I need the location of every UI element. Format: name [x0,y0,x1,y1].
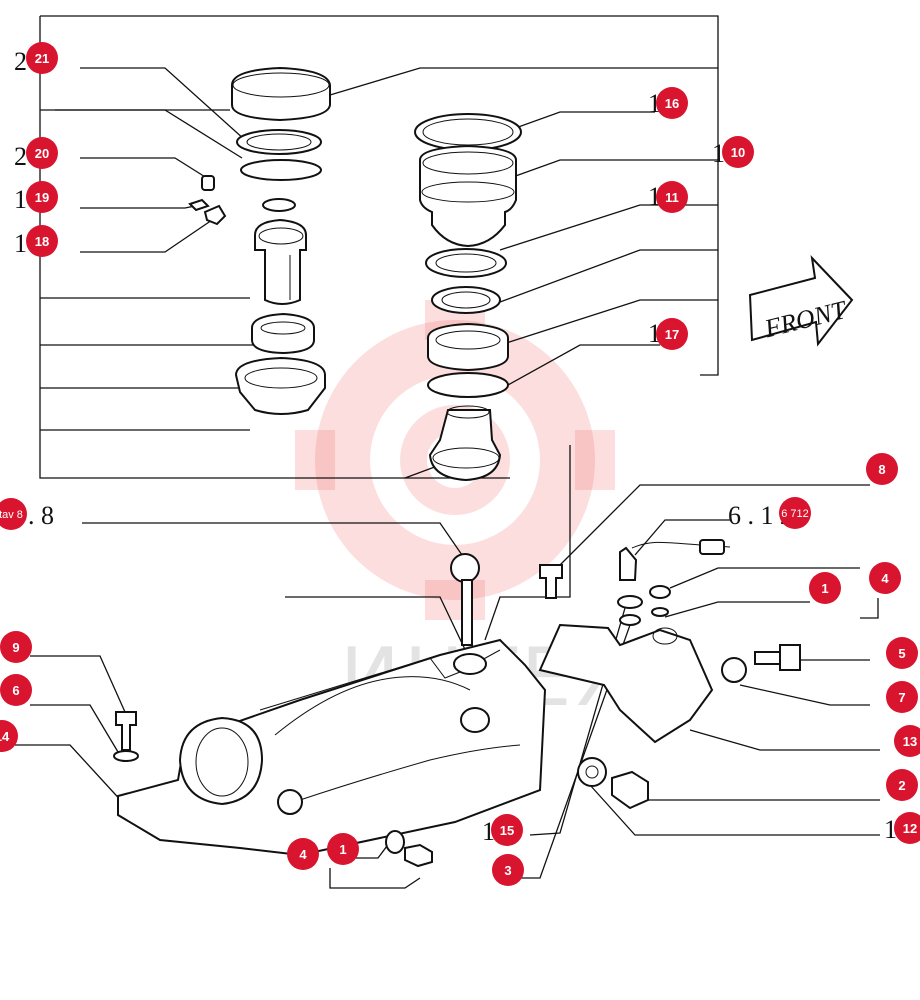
callout-13[interactable]: 13 [894,725,920,757]
callout-6712[interactable]: 6 712 [779,497,811,529]
callout-2[interactable]: 2 [886,769,918,801]
callout-20[interactable]: 20 [26,137,58,169]
ghost-number: 2 [14,47,27,76]
callout-6[interactable]: 6 [0,674,32,706]
ghost-number: 1 [712,139,725,168]
svg-text:15: 15 [500,823,514,838]
callout-16[interactable]: 16 [656,87,688,119]
callout-18[interactable]: 18 [26,225,58,257]
svg-text:16: 16 [665,96,679,111]
callout-4-bottom[interactable]: 4 [287,838,319,870]
callout-badges: 21 20 19 18 16 10 11 17 tav 8 8 6 712 4 … [0,42,920,886]
svg-text:1: 1 [821,581,828,596]
svg-text:7: 7 [898,690,905,705]
svg-text:3: 3 [504,863,511,878]
svg-text:8: 8 [878,462,885,477]
svg-text:10: 10 [731,145,745,160]
svg-text:13: 13 [903,734,917,749]
svg-text:12: 12 [903,821,917,836]
callout-7[interactable]: 7 [886,681,918,713]
callout-9[interactable]: 9 [0,631,32,663]
svg-text:14: 14 [0,729,10,744]
svg-text:17: 17 [665,327,679,342]
callout-15[interactable]: 15 [491,814,523,846]
callout-3[interactable]: 3 [492,854,524,886]
lower-parts [113,539,801,868]
callout-tav8[interactable]: tav 8 [0,498,27,530]
ghost-number: 1 [482,817,495,846]
svg-text:4: 4 [881,571,889,586]
svg-text:2: 2 [898,778,905,793]
callout-10[interactable]: 10 [722,136,754,168]
ghost-number: 1 [884,815,897,844]
callout-1-bottom[interactable]: 1 [327,833,359,865]
svg-text:5: 5 [898,646,905,661]
callout-11[interactable]: 11 [656,181,688,213]
svg-text:21: 21 [35,51,49,66]
svg-text:20: 20 [35,146,49,161]
svg-text:6 712: 6 712 [781,508,809,520]
svg-text:tav 8: tav 8 [0,509,23,521]
svg-text:1: 1 [339,842,346,857]
callout-14[interactable]: 14 [0,720,18,752]
ghost-number: . 8 [28,501,54,530]
callout-17[interactable]: 17 [656,318,688,350]
ghost-number: 1 [14,229,27,258]
front-arrow-icon: FRONT [748,255,854,347]
callout-21[interactable]: 21 [26,42,58,74]
svg-text:6: 6 [12,683,19,698]
callout-12[interactable]: 12 [894,812,920,844]
callout-4-right[interactable]: 4 [869,562,901,594]
leader-lines [15,67,880,889]
svg-text:4: 4 [299,847,307,862]
svg-text:11: 11 [665,190,679,205]
callout-1-right[interactable]: 1 [809,572,841,604]
callout-8[interactable]: 8 [866,453,898,485]
upper-parts [188,66,522,482]
svg-text:18: 18 [35,234,49,249]
ghost-number: 1 [14,185,27,214]
svg-text:19: 19 [35,190,49,205]
callout-19[interactable]: 19 [26,181,58,213]
callout-5[interactable]: 5 [886,637,918,669]
svg-text:9: 9 [12,640,19,655]
ghost-number: 2 [14,142,27,171]
